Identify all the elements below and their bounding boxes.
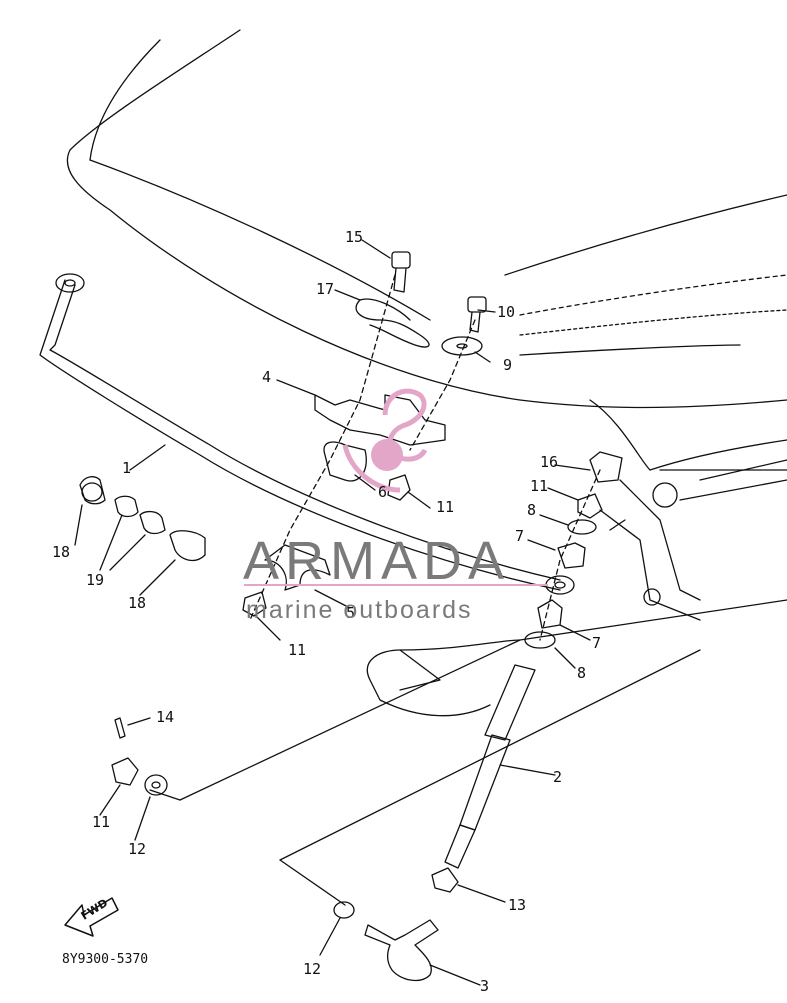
label-17: 17 xyxy=(316,280,335,298)
label-8-upper: 8 xyxy=(527,501,537,519)
washer-8-upper xyxy=(567,519,597,535)
plate-17 xyxy=(355,299,430,348)
label-11-left: 11 xyxy=(92,813,111,831)
bracket-4 xyxy=(314,394,446,446)
bracket-plate xyxy=(366,639,521,681)
washer-9 xyxy=(441,336,483,356)
shift-rod xyxy=(39,279,561,591)
grommet-18-left xyxy=(79,476,106,505)
label-6: 6 xyxy=(378,483,388,501)
label-7-lower: 7 xyxy=(592,634,602,652)
watermark-brand: ARMADA xyxy=(243,531,511,591)
rod-2 xyxy=(484,664,536,741)
label-1: 1 xyxy=(122,459,132,477)
label-2: 2 xyxy=(553,768,563,786)
nut-11-lower xyxy=(242,591,267,617)
bolt-10 xyxy=(467,296,487,333)
nut-11-left xyxy=(111,757,139,786)
cap-16 xyxy=(589,451,623,483)
fwd-arrow xyxy=(64,897,119,937)
clip-19b xyxy=(139,510,166,535)
label-11-right: 11 xyxy=(530,477,549,495)
watermark-tagline: marine outboards xyxy=(246,596,473,624)
label-9: 9 xyxy=(503,356,513,374)
clip-19a xyxy=(114,495,139,518)
label-5: 5 xyxy=(346,604,356,622)
label-10: 10 xyxy=(497,303,516,321)
cowling-outline xyxy=(66,29,787,409)
washer-12-lower xyxy=(333,901,355,919)
diagram-code: 8Y9300-5370 xyxy=(62,952,149,967)
nut-11-right xyxy=(577,493,603,519)
label-14: 14 xyxy=(156,708,175,726)
label-16: 16 xyxy=(540,453,559,471)
label-12-lower: 12 xyxy=(303,960,322,978)
pin-14 xyxy=(114,717,126,739)
washer-8-lower xyxy=(524,631,556,649)
label-3: 3 xyxy=(480,977,490,995)
label-11-mid: 11 xyxy=(436,498,455,516)
label-18-left: 18 xyxy=(52,543,71,561)
link-arm xyxy=(619,479,701,601)
watermark-logo xyxy=(342,388,428,493)
nut-13 xyxy=(431,867,459,893)
grommet-18-right xyxy=(169,530,206,562)
label-7-upper: 7 xyxy=(515,527,525,545)
label-15: 15 xyxy=(345,228,364,246)
label-8-lower: 8 xyxy=(577,664,587,682)
label-18-right: 18 xyxy=(128,594,147,612)
label-12-left: 12 xyxy=(128,840,147,858)
label-11-lower: 11 xyxy=(288,641,307,659)
label-19: 19 xyxy=(86,571,105,589)
nut-11-mid xyxy=(387,474,411,501)
bolt-15 xyxy=(391,251,411,293)
bushing-7-upper xyxy=(557,542,586,569)
bushing-6 xyxy=(323,441,367,482)
label-4: 4 xyxy=(262,368,272,386)
washer-12-left xyxy=(144,774,168,796)
ball-joint-3 xyxy=(364,919,439,982)
cowling-edge xyxy=(89,159,431,321)
bushing-7-lower xyxy=(537,599,563,629)
label-13: 13 xyxy=(508,896,527,914)
